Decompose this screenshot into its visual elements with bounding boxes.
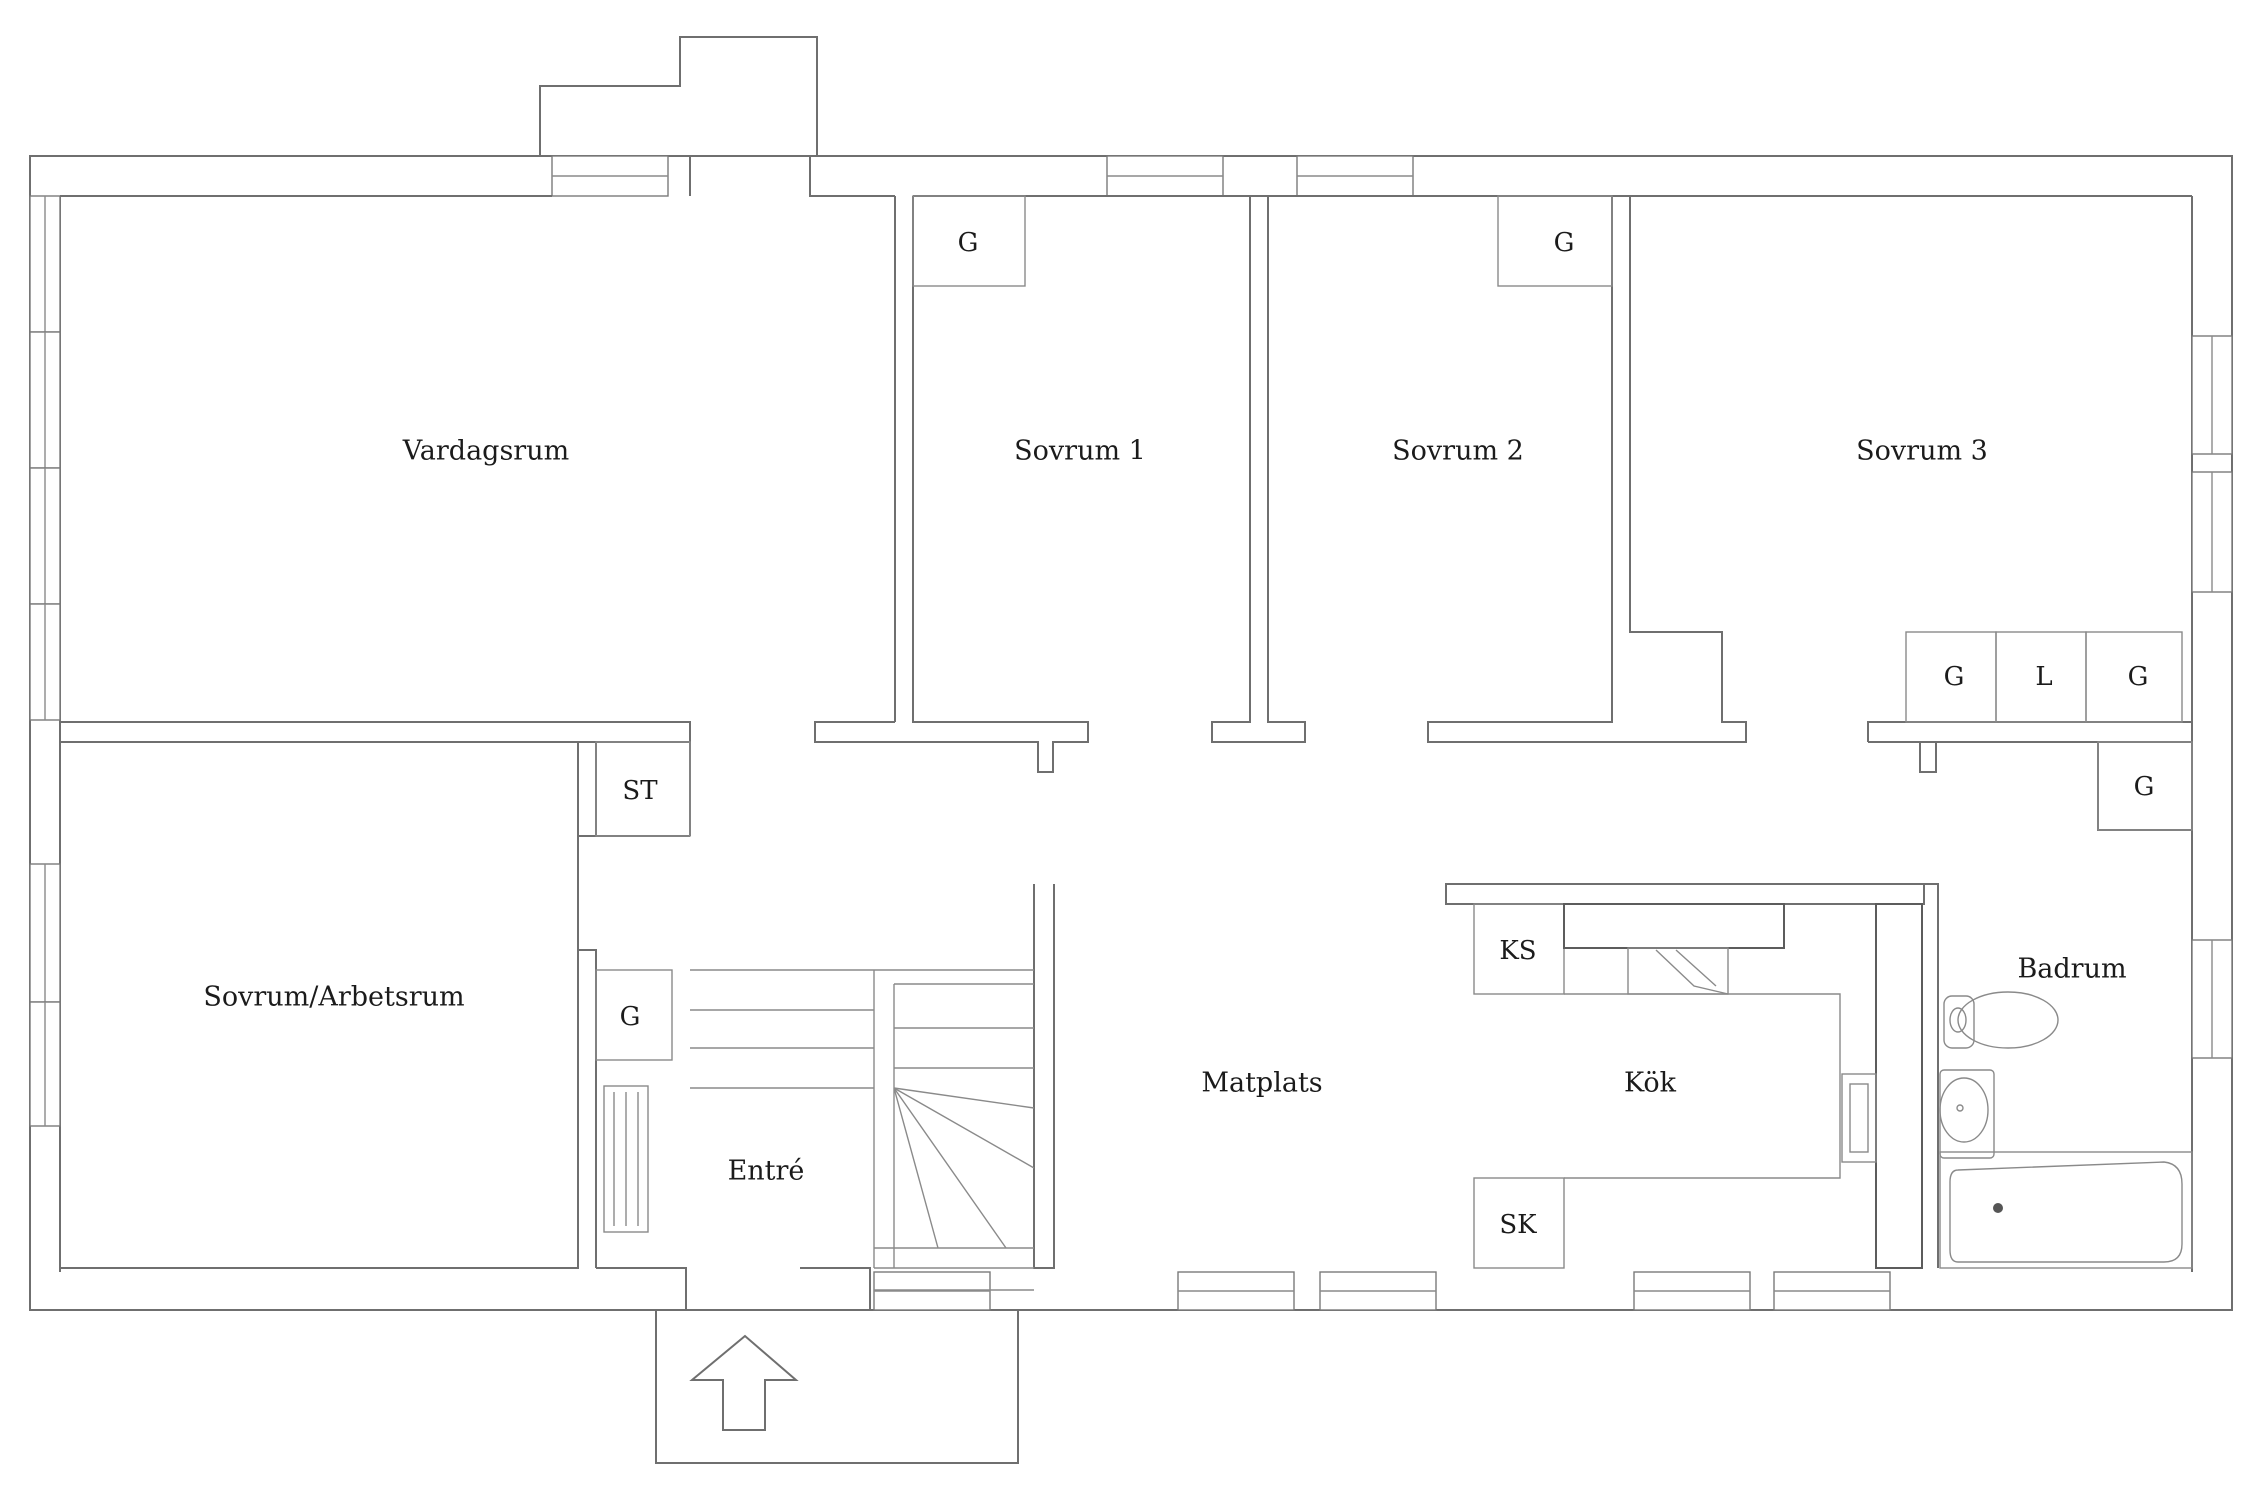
closet-label: G [1944, 662, 1965, 692]
staircase [690, 969, 1035, 1291]
windows-left [29, 195, 61, 1127]
radiator [603, 1085, 649, 1233]
interior-walls [60, 195, 2192, 1310]
room-label-badrum: Badrum [2017, 954, 2126, 985]
room-label-sovrum-2: Sovrum 2 [1392, 436, 1524, 467]
entrance-arrow-icon [689, 1334, 799, 1431]
storage-label-st: ST [622, 776, 658, 806]
windows-right [2191, 335, 2233, 1059]
room-label-sovrum-3: Sovrum 3 [1856, 436, 1988, 467]
closet-label: G [1554, 228, 1575, 258]
room-label-sovrum-1: Sovrum 1 [1014, 436, 1146, 467]
windows-bottom [873, 1271, 1891, 1311]
windows-top [551, 155, 1414, 197]
room-label-entre: Entré [728, 1156, 805, 1187]
room-label-sovrum-arbetsrum: Sovrum/Arbetsrum [203, 982, 464, 1013]
closet-label: G [620, 1002, 641, 1032]
room-label-vardagsrum: Vardagsrum [402, 436, 569, 467]
storage-labels: G G G L G G ST G KS SK [620, 228, 2155, 1240]
room-label-matplats: Matplats [1201, 1068, 1322, 1099]
entry-porch [655, 1310, 1019, 1464]
closet-label: G [2134, 772, 2155, 802]
freezer-label: SK [1499, 1210, 1537, 1240]
closets [595, 195, 2193, 1269]
closet-label: G [2128, 662, 2149, 692]
linen-closet-label: L [2035, 662, 2052, 692]
room-labels: Vardagsrum Sovrum 1 Sovrum 2 Sovrum 3 So… [203, 436, 2126, 1187]
chimney-outline [539, 36, 818, 156]
closet-label: G [958, 228, 979, 258]
bathroom-fixtures [1939, 991, 2193, 1269]
fridge-label: KS [1499, 936, 1536, 966]
kitchen-fittings [1563, 903, 1923, 1269]
room-label-kok: Kök [1624, 1068, 1677, 1099]
